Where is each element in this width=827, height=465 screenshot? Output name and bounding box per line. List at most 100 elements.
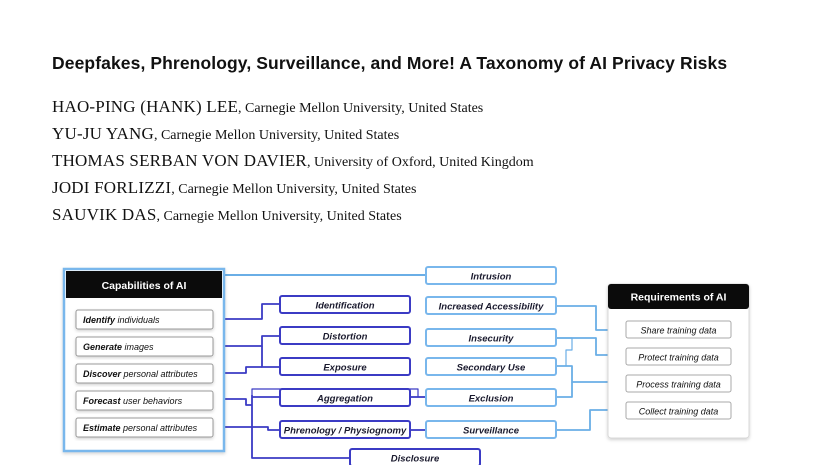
risk-exacerbated-intrusion-label: Intrusion	[471, 271, 512, 282]
risk-created-exposure-frame	[279, 357, 411, 376]
capability-item-label: Forecast user behaviors	[83, 396, 183, 406]
risk-exacerbated-intrusion-frame	[425, 266, 557, 285]
risk-exacerbated-secondary-use: Secondary Use	[425, 357, 557, 376]
risk-exacerbated-insecurity-label: Insecurity	[469, 333, 515, 344]
capability-item-frame	[75, 417, 214, 438]
requirement-item-frame	[625, 374, 732, 393]
risk-created-phrenology-physiognomy-label: Phrenology / Physiognomy	[284, 425, 407, 436]
link-identify-identification	[212, 303, 280, 320]
capability-object: images	[122, 342, 154, 352]
author-4: JODI FORLIZZI, Carnegie Mellon Universit…	[52, 178, 417, 197]
risk-exacerbated-secondary-use-frame	[425, 357, 557, 376]
requirement-item-label: Collect training data	[639, 406, 719, 416]
risk-exacerbated-insecurity: Insecurity	[425, 328, 557, 347]
risk-created-exposure-label: Exposure	[323, 362, 367, 373]
capability-item: Generate images	[75, 336, 214, 357]
capability-item-frame	[75, 336, 214, 357]
requirements-header: Requirements of AI	[631, 292, 727, 304]
risk-exacerbated-surveillance: Surveillance	[425, 420, 557, 439]
risk-created-phrenology-physiognomy: Phrenology / Physiognomy	[279, 420, 411, 439]
author-name: JODI FORLIZZI	[52, 178, 172, 197]
capability-item-frame	[75, 390, 214, 411]
capability-item: Identify individuals	[75, 309, 214, 330]
risk-exacerbated-intrusion: Intrusion	[425, 266, 557, 285]
risk-created-disclosure-label: Disclosure	[391, 453, 440, 464]
author-affiliation: University of Oxford, United Kingdom	[313, 155, 534, 170]
capability-verb: Discover	[83, 369, 122, 379]
capabilities-panel: Capabilities of AI Identify individualsGe…	[62, 267, 226, 453]
capability-verb: Estimate	[83, 423, 121, 433]
link-discover-exposure	[212, 366, 262, 374]
capability-item-frame	[75, 363, 214, 384]
capability-verb: Forecast	[83, 396, 122, 406]
author-affiliation: Carnegie Mellon University, United State…	[178, 182, 417, 197]
requirement-item: Share training data	[625, 320, 732, 339]
risk-created-exposure: Exposure	[279, 357, 411, 376]
requirement-item-frame	[625, 401, 732, 420]
requirement-item: Collect training data	[625, 401, 732, 420]
link-aggregation-disclosure	[251, 395, 350, 459]
link-generate-exposure	[261, 346, 280, 368]
risk-created-disclosure: Disclosure	[349, 448, 481, 465]
risk-created-distortion: Distortion	[279, 326, 411, 345]
author-affiliation: Carnegie Mellon University, United State…	[160, 128, 400, 143]
requirement-item: Process training data	[625, 374, 732, 393]
author-name: THOMAS SERBAN VON DAVIER	[52, 151, 307, 170]
requirement-item-frame	[625, 347, 732, 366]
risk-exacerbated-increased-accessibility-frame	[425, 296, 557, 315]
risk-created-disclosure-frame	[349, 448, 481, 465]
capability-item-label: Generate images	[83, 342, 154, 352]
risk-exacerbated-surveillance-frame	[425, 420, 557, 439]
requirements-panel: Requirements of AI Share training dataPro…	[607, 283, 750, 439]
requirement-item-label: Share training data	[640, 325, 716, 335]
author-1: HAO-PING (HANK) LEE, Carnegie Mellon Uni…	[52, 97, 484, 116]
paper-title: Deepfakes, Phrenology, Surveillance, and…	[52, 53, 728, 73]
risk-exacerbated-increased-accessibility-label: Increased Accessibility	[439, 301, 544, 312]
risk-created-distortion-frame	[279, 326, 411, 345]
author-2: YU-JU YANG, Carnegie Mellon University, …	[52, 124, 400, 143]
risk-created-identification: Identification	[279, 295, 411, 314]
requirement-item-label: Protect training data	[638, 352, 719, 362]
capabilities-header: Capabilities of AI	[102, 280, 187, 292]
author-name: YU-JU YANG	[52, 124, 154, 143]
capability-verb: Generate	[83, 342, 122, 352]
risk-created-identification-frame	[279, 295, 411, 314]
capability-object: personal attributes	[121, 369, 198, 379]
link-secondary-process	[556, 365, 626, 383]
capability-item: Estimate personal attributes	[75, 417, 214, 438]
risk-exacerbated-exclusion-label: Exclusion	[469, 393, 514, 404]
requirement-item-label: Process training data	[636, 379, 721, 389]
capability-item-label: Estimate personal attributes	[83, 423, 198, 433]
risk-exacerbated-insecurity-frame	[425, 328, 557, 347]
author-affiliation: Carnegie Mellon University, United State…	[163, 209, 402, 224]
risk-exacerbated-increased-accessibility: Increased Accessibility	[425, 296, 557, 315]
capability-item-label: Identify individuals	[83, 315, 160, 325]
link-generate-distortion	[212, 335, 280, 347]
requirement-item: Protect training data	[625, 347, 732, 366]
capabilities-header-bg	[66, 271, 222, 298]
capability-item: Forecast user behaviors	[75, 390, 214, 411]
author-affiliation: Carnegie Mellon University, United State…	[245, 101, 484, 116]
author-3: THOMAS SERBAN VON DAVIER, University of …	[52, 151, 534, 170]
risk-created-distortion-label: Distortion	[323, 331, 368, 342]
capability-object: user behaviors	[121, 396, 183, 406]
link-exclusion-process	[556, 382, 573, 398]
capability-item-label: Discover personal attributes	[83, 369, 198, 379]
risk-exacerbated-surveillance-label: Surveillance	[463, 425, 520, 436]
risk-created-identification-label: Identification	[315, 300, 374, 311]
capability-object: personal attributes	[121, 423, 198, 433]
link-insecurity-secondary	[556, 337, 573, 366]
risk-created-phrenology-physiognomy-frame	[279, 420, 411, 439]
link-estimate-phrenology	[212, 426, 280, 431]
risk-created-aggregation-frame	[279, 388, 411, 407]
risk-created-aggregation: Aggregation	[279, 388, 411, 407]
capability-object: individuals	[115, 315, 160, 325]
risk-exacerbated-secondary-use-label: Secondary Use	[457, 362, 526, 373]
capability-verb: Identify	[83, 315, 116, 325]
author-5: SAUVIK DAS, Carnegie Mellon University, …	[52, 205, 402, 224]
requirement-item-frame	[625, 320, 732, 339]
author-list: HAO-PING (HANK) LEE, Carnegie Mellon Uni…	[52, 96, 534, 231]
requirements-header-bg	[608, 284, 749, 309]
author-name: SAUVIK DAS	[52, 205, 157, 224]
